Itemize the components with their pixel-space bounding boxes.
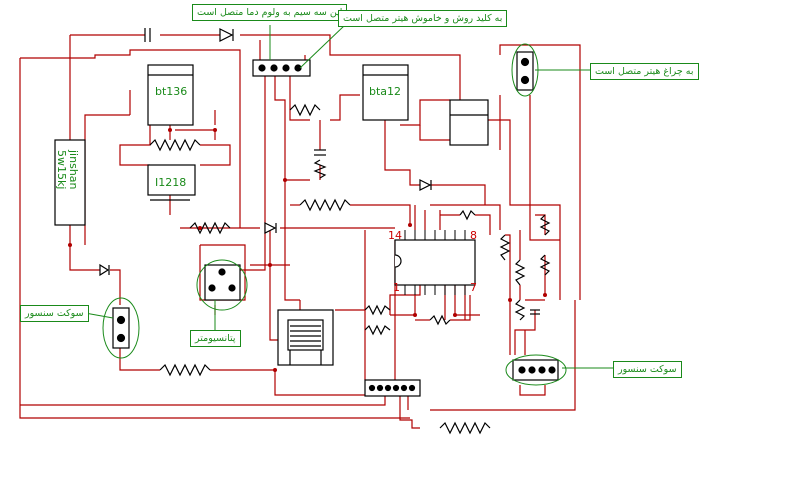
triac-right-label: bta12 [369,85,402,98]
label-heater-key: به کلید روش و خاموش هیتر متصل است [338,10,508,27]
power-resistor-body [54,139,86,226]
power-resistor-label-2: 5w15kj [55,150,68,190]
label-valve-wires: این سه سیم به ولوم دما متصل است [192,4,348,21]
power-resistor-label-1: jinshan [67,150,80,190]
wires [19,34,581,429]
annotations [84,24,613,386]
ic-pin-8: 8 [470,229,477,242]
ic-chip-body [394,239,476,286]
label-sensor-socket-left: سوکت سنسور [20,305,89,322]
triac-bta12-body [362,64,409,121]
triac-left-label: bt136 [155,85,188,98]
label-heater-lamp: به چراغ هیتر متصل است [590,63,699,80]
ic-pin-1: 1 [393,281,400,294]
ic-pin-7: 7 [470,281,477,294]
bottom-connector-body [364,379,421,397]
label-sensor-socket-right: سوکت سنسور [613,361,682,378]
transformer-left-label: I1218 [155,176,187,189]
components [54,28,559,435]
ic-pin-14: 14 [388,229,402,242]
transformer-i1218-body [147,164,196,196]
label-potentiometer: پتانسیومتر [190,330,241,347]
lamp-socket-body [516,51,534,91]
relay-body [449,99,489,146]
valve-connector-body [252,59,311,77]
